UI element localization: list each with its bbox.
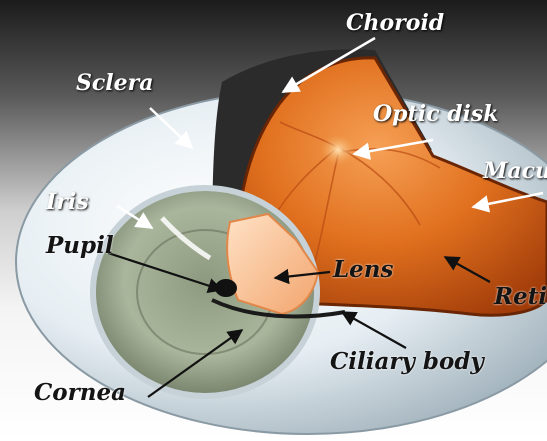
label-choroid: Choroid (346, 12, 444, 34)
optic-disk-spot (320, 134, 356, 166)
label-cornea: Cornea (34, 381, 126, 404)
label-ciliary-body: Ciliary body (330, 350, 484, 373)
label-retina: Retina (494, 285, 547, 308)
label-lens: Lens (333, 258, 393, 281)
label-iris: Iris (46, 191, 89, 213)
label-macula: Macula (483, 160, 547, 182)
label-optic-disk: Optic disk (373, 103, 499, 125)
label-sclera: Sclera (76, 72, 153, 94)
label-pupil: Pupil (46, 234, 114, 257)
